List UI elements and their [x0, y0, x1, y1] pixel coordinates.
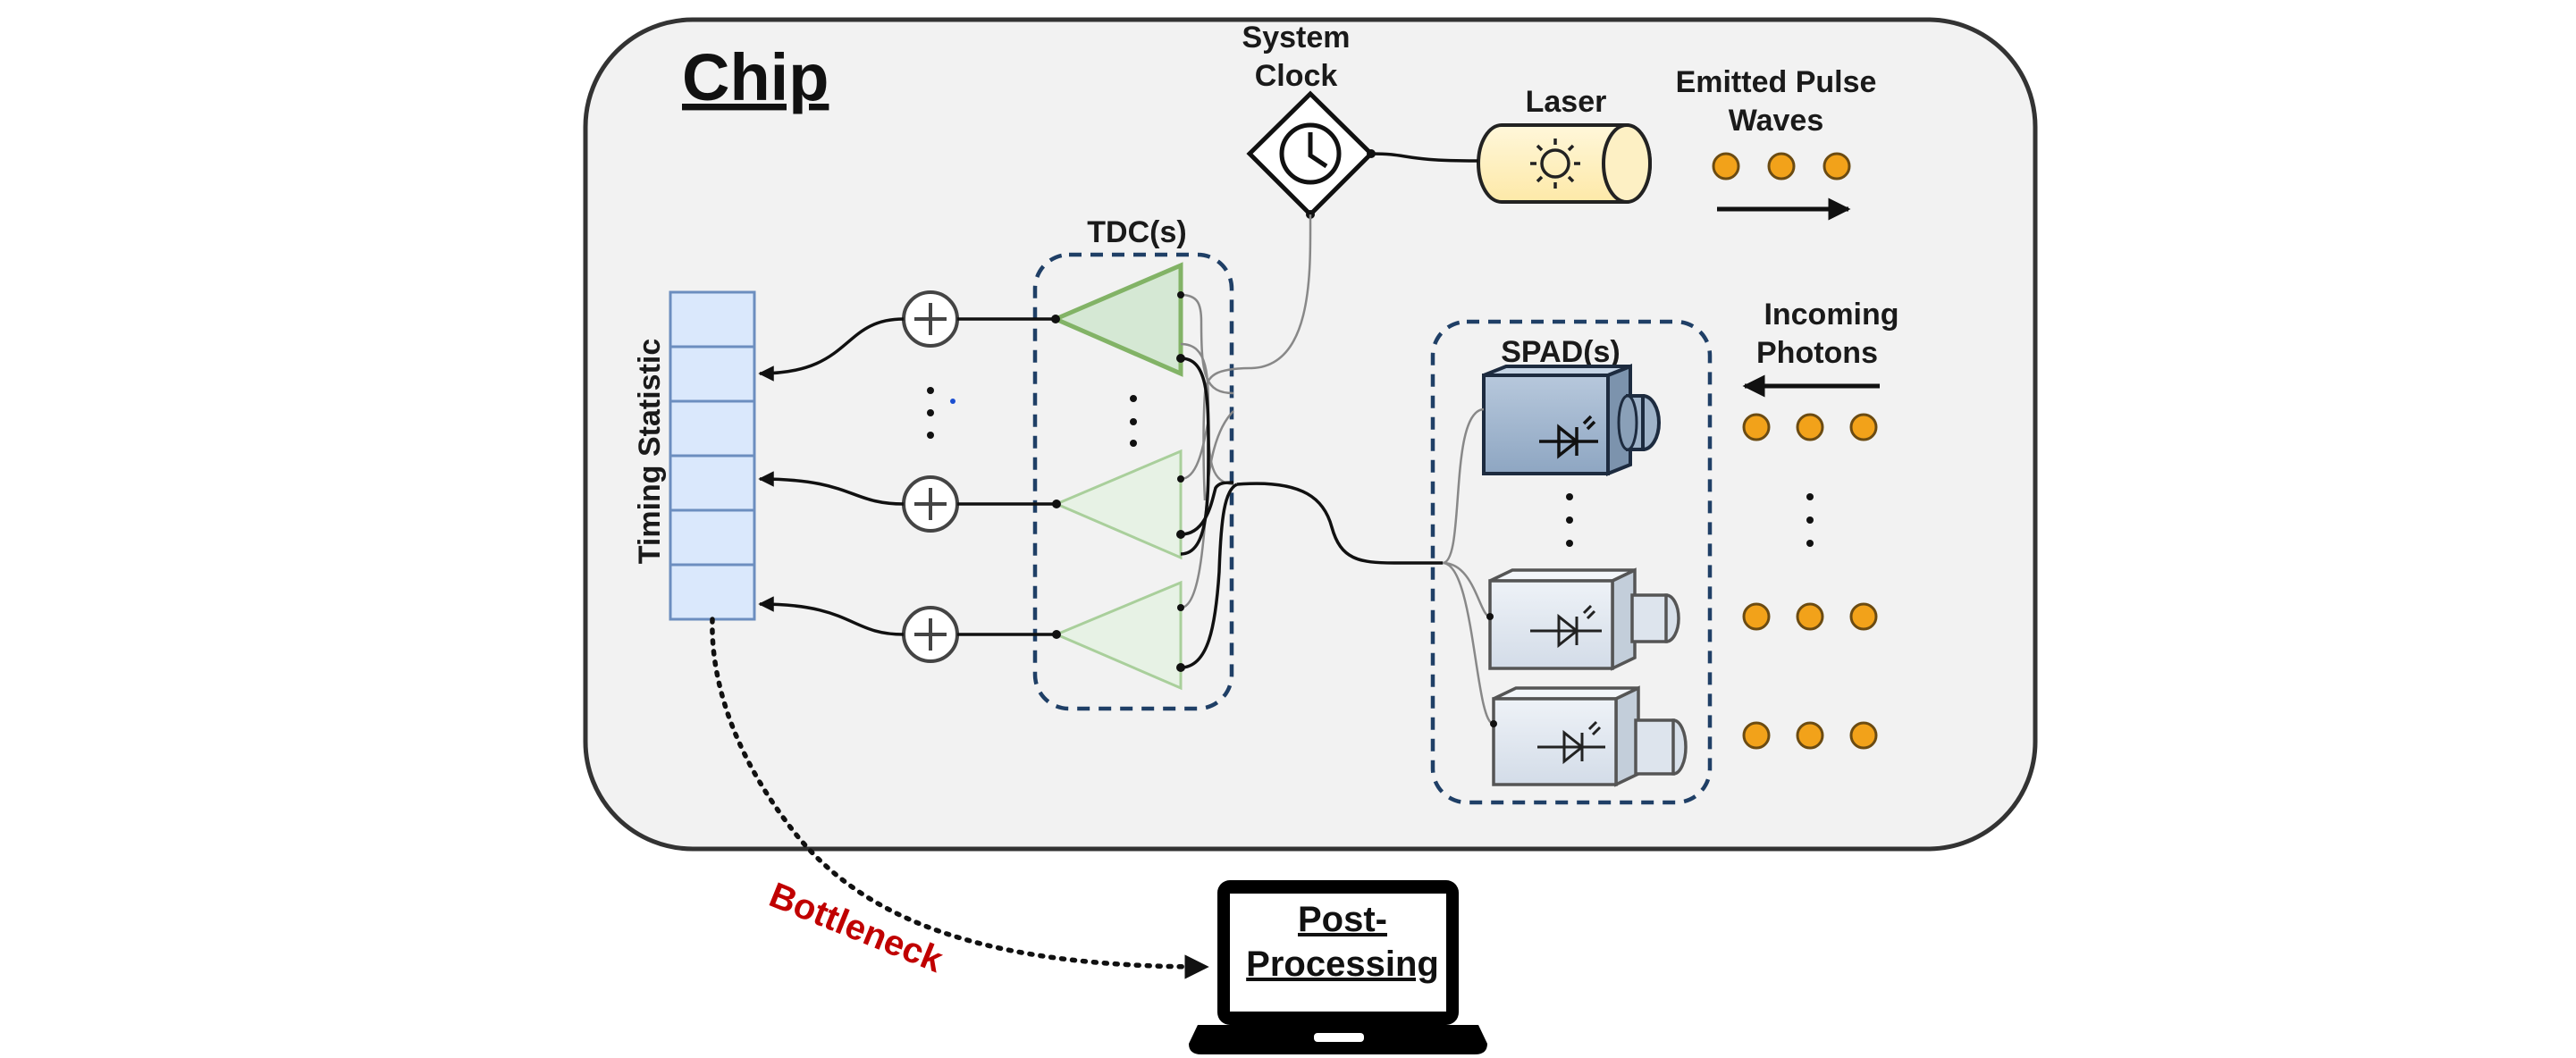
- bottleneck-path: [710, 617, 1209, 979]
- emitted-label-line2: Waves: [1729, 104, 1823, 138]
- adder-timing-arrows: [758, 317, 905, 636]
- laser-emitter: [1477, 123, 1652, 204]
- emitted-pulses: [1712, 152, 1851, 181]
- timing-statistic-label: Timing Statistic: [633, 339, 667, 565]
- plus-icon: [902, 606, 959, 663]
- spad-label: SPAD(s): [1501, 335, 1621, 369]
- bottleneck-label: Bottleneck: [764, 876, 949, 981]
- photodiode-icon: [1537, 720, 1605, 765]
- timing-statistic-register: [669, 290, 756, 621]
- spad-3: [1492, 685, 1688, 787]
- clock-laser-wire: [1370, 152, 1479, 163]
- plus-icon: [902, 475, 959, 533]
- emitted-label-line1: Emitted Pulse: [1676, 65, 1877, 99]
- tdc-ellipsis: [1130, 395, 1137, 447]
- tdc-triangle-1: [1049, 262, 1183, 377]
- spad-ellipsis: [1566, 493, 1573, 547]
- laptop-icon: [1189, 880, 1487, 1054]
- incoming-label-line2: Photons: [1756, 336, 1878, 370]
- photodiode-icon: [1530, 604, 1602, 649]
- spad-1: [1482, 364, 1661, 476]
- incoming-label-line1: Incoming: [1764, 298, 1898, 332]
- post-processing-line2: Processing: [1246, 945, 1439, 984]
- adder-ellipsis: [927, 387, 955, 439]
- tdc-triangle-3: [1053, 580, 1183, 691]
- post-processing-line1: Post-: [1298, 900, 1387, 939]
- plus-icon: [902, 290, 959, 348]
- system-clock-label-line2: Clock: [1255, 59, 1338, 93]
- sun-icon: [1530, 139, 1580, 189]
- tdc-adder-wires: [957, 315, 1061, 639]
- laser-label: Laser: [1526, 85, 1607, 119]
- tdc-triangle-2: [1053, 449, 1183, 560]
- tdc-input-wires: [1176, 214, 1312, 672]
- photodiode-icon: [1539, 415, 1598, 459]
- incoming-ellipsis: [1806, 493, 1814, 547]
- spad-2: [1488, 567, 1680, 671]
- tdc-label: TDC(s): [1087, 215, 1186, 249]
- chip-title: Chip: [682, 40, 829, 114]
- incoming-photons: [1742, 413, 1878, 750]
- spad-bus-wires: [1236, 407, 1497, 727]
- system-clock-label-line1: System: [1242, 21, 1351, 55]
